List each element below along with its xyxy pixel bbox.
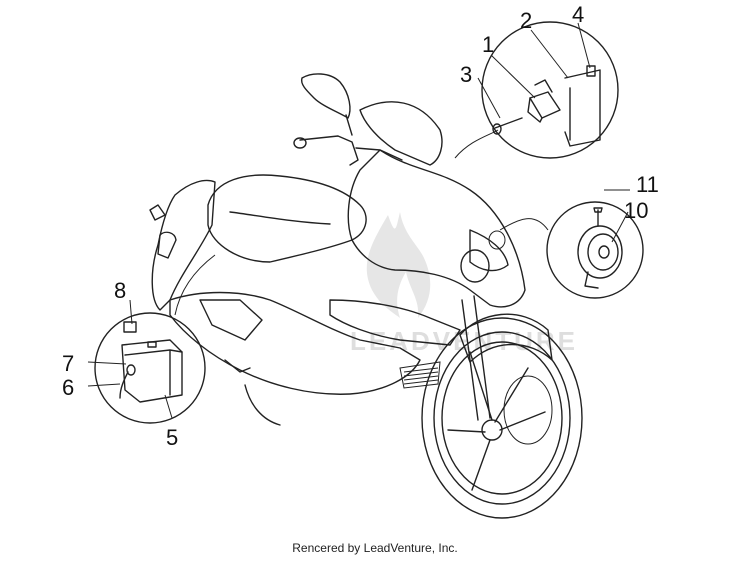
relay-icon xyxy=(492,65,601,147)
callouts: 1 2 3 4 5 6 7 8 10 11 xyxy=(62,2,659,450)
battery-icon xyxy=(119,321,183,403)
scooter-outline-icon xyxy=(149,73,583,519)
horn-icon xyxy=(577,207,623,289)
footer-credit: Rencered by LeadVenture, Inc. xyxy=(292,541,458,555)
callout-11: 11 xyxy=(636,172,659,197)
callout-4: 4 xyxy=(572,2,584,27)
callout-1: 1 xyxy=(482,32,494,57)
watermark-flame-icon xyxy=(366,212,431,318)
leader-lines xyxy=(87,22,630,419)
callout-10: 10 xyxy=(624,198,648,223)
callout-7: 7 xyxy=(62,351,74,376)
relay-inset xyxy=(454,21,619,159)
callout-3: 3 xyxy=(460,62,472,87)
callout-2: 2 xyxy=(520,8,532,33)
horn-inset xyxy=(499,201,644,299)
watermark: LEADVENTURE xyxy=(350,212,575,356)
callout-6: 6 xyxy=(62,375,74,400)
callout-5: 5 xyxy=(166,425,178,450)
callout-8: 8 xyxy=(114,278,126,303)
battery-inset xyxy=(94,254,216,424)
